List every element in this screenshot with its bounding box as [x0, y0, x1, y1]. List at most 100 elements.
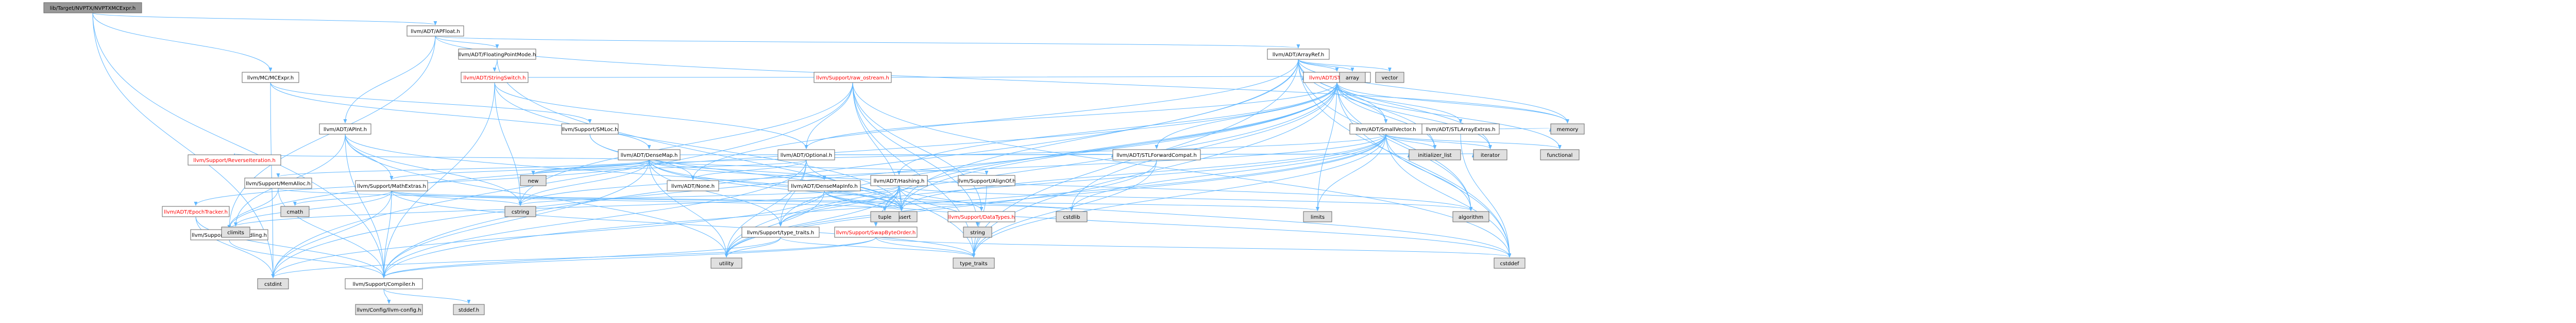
node-epochtracker[interactable]: llvm/ADT/EpochTracker.h [162, 206, 230, 217]
node-box [777, 149, 835, 160]
edge-stlextras-to-tuple [885, 82, 1337, 211]
node-label: vector [1382, 75, 1399, 81]
node-box [710, 257, 742, 269]
edge-stlextras-to-stlfwd [1157, 82, 1337, 149]
node-label: llvm/Support/DataTypes.h [948, 215, 1014, 220]
node-label: llvm/ADT/STLExtras.h [1309, 75, 1365, 81]
node-new: new [520, 175, 547, 186]
edge-arrayref-to-cassert [902, 59, 1299, 211]
edge-stlextras-to-memory [1336, 82, 1568, 123]
node-label: llvm/Support/Compiler.h [352, 282, 415, 287]
node-box [834, 227, 918, 238]
edge-root-to-compiler [92, 12, 384, 278]
edge-optional-to-new [533, 159, 807, 174]
node-limits: limits [1303, 211, 1332, 222]
node-cstdlib: cstdlib [1056, 211, 1088, 222]
node-reverseiter[interactable]: llvm/Support/ReverseIteration.h [188, 154, 281, 166]
node-label: llvm/Support/MathExtras.h [357, 184, 426, 189]
node-label: llvm/ADT/DenseMap.h [621, 153, 678, 158]
node-stlfwd[interactable]: llvm/ADT/STLForwardCompat.h [1112, 149, 1201, 160]
edge-optional-to-utility [726, 159, 807, 257]
edge-arrayref-to-memory [1298, 59, 1568, 123]
node-arrayref[interactable]: llvm/ADT/ArrayRef.h [1267, 49, 1330, 60]
edge-epochtracker-to-cstdint [195, 216, 273, 278]
node-smloc[interactable]: llvm/Support/SMLoc.h [561, 123, 619, 135]
edge-mathextras-to-climits [236, 190, 392, 226]
edge-compiler-to-llvmconfig [383, 288, 389, 303]
edge-mathextras-to-limits [391, 190, 1318, 211]
edge-apfloat-to-apsint [345, 36, 436, 123]
node-label: llvm/ADT/APInt.h [324, 127, 367, 133]
edge-stlextras-to-cstddef [1336, 82, 1510, 257]
node-none[interactable]: llvm/ADT/None.h [667, 180, 719, 191]
node-label: utility [719, 261, 734, 267]
node-optional[interactable]: llvm/ADT/Optional.h [777, 149, 835, 160]
node-fpmode[interactable]: llvm/ADT/FloatingPointMode.h [458, 49, 536, 60]
edge-typetraits-to-typetraitsstd [780, 237, 974, 257]
node-stringswitch[interactable]: llvm/ADT/StringSwitch.h [461, 72, 529, 83]
edge-smallvector-to-new [533, 134, 1386, 174]
node-smallvector[interactable]: llvm/ADT/SmallVector.h [1349, 123, 1422, 135]
node-box [788, 180, 861, 191]
node-memory: memory [1550, 123, 1585, 135]
node-mcexpr[interactable]: llvm/MC/MCExpr.h [242, 72, 299, 83]
edge-smallvector-to-cstring [520, 134, 1386, 205]
node-stddef: stddef.h [453, 304, 485, 315]
node-cstring: cstring [504, 206, 536, 217]
edge-mathextras-to-typetraitsstd [391, 190, 974, 257]
node-aligntof[interactable]: llvm/Support/AlignOf.h [958, 175, 1016, 186]
node-box [741, 227, 820, 238]
node-box [1550, 123, 1585, 135]
node-box [870, 175, 928, 186]
node-label: initializer_list [1418, 153, 1452, 158]
node-apfloat[interactable]: llvm/ADT/APFloat.h [406, 25, 464, 37]
node-algorithm: algorithm [1452, 211, 1489, 222]
edge-densemap-to-typetraits [649, 159, 781, 226]
node-rawostream[interactable]: llvm/Support/raw_ostream.h [814, 72, 892, 83]
edge-smallvector-to-cassert [902, 134, 1386, 211]
node-compiler[interactable]: llvm/Support/Compiler.h [345, 278, 423, 289]
node-label: llvm/Support/SwapByteOrder.h [836, 230, 916, 236]
node-box [561, 123, 619, 135]
node-initlist: initializer_list [1409, 149, 1461, 160]
node-box [244, 177, 312, 189]
edge-arrayref-to-cstddef [1298, 59, 1510, 257]
node-densemapinfo[interactable]: llvm/ADT/DenseMapInfo.h [788, 180, 861, 191]
node-box [1452, 211, 1489, 222]
edge-stlextras-to-hashing [899, 82, 1337, 174]
node-label: llvm/ADT/Optional.h [781, 153, 832, 158]
node-typetraits[interactable]: llvm/Support/type_traits.h [741, 227, 820, 238]
node-label: llvm/Support/ReverseIteration.h [193, 158, 276, 164]
node-box [280, 206, 310, 217]
node-stlarrayextras[interactable]: llvm/ADT/STLArrayExtras.h [1421, 123, 1500, 135]
node-label: llvm/ADT/FloatingPointMode.h [459, 52, 536, 58]
node-swapbyteorder[interactable]: llvm/Support/SwapByteOrder.h [834, 227, 918, 238]
node-apsint[interactable]: llvm/ADT/APInt.h [319, 123, 371, 135]
node-label: llvm/ADT/STLForwardCompat.h [1116, 153, 1197, 158]
node-datatypes[interactable]: llvm/Support/DataTypes.h [947, 211, 1015, 222]
node-label: cstdint [264, 282, 282, 287]
node-label: stddef.h [459, 308, 479, 313]
node-box [162, 206, 230, 217]
node-box [947, 211, 1015, 222]
node-mathextras[interactable]: llvm/Support/MathExtras.h [355, 180, 428, 191]
edge-apsint-to-compiler [345, 134, 384, 278]
edge-stlextras-to-algorithm [1336, 82, 1471, 211]
node-box [221, 227, 250, 238]
node-label: llvm/ADT/STLArrayExtras.h [1426, 127, 1496, 133]
edge-swapbyteorder-to-typetraitsstd [875, 237, 974, 257]
edge-mathextras-to-cmath [295, 190, 392, 205]
node-label: functional [1547, 153, 1573, 158]
edge-arrayref-to-array [1298, 59, 1352, 71]
node-hashing[interactable]: llvm/ADT/Hashing.h [870, 175, 928, 186]
node-memalloc[interactable]: llvm/Support/MemAlloc.h [244, 177, 312, 189]
node-box [814, 72, 892, 83]
edge-hashing-to-algorithm [899, 185, 1471, 211]
edge-swapbyteorder-to-cstdint [273, 237, 876, 278]
node-label: llvm/Support/AlignOf.h [958, 179, 1016, 184]
edge-root-to-apfloat [92, 12, 435, 25]
node-densemap[interactable]: llvm/ADT/DenseMap.h [618, 149, 681, 160]
node-box [953, 257, 995, 269]
edge-hashing-to-datatypes [899, 185, 981, 211]
